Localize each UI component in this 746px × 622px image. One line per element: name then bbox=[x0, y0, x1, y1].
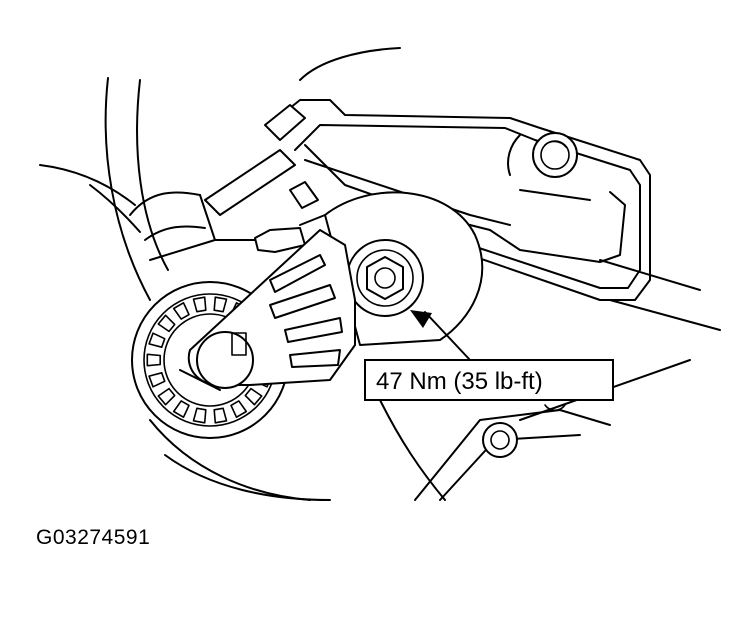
sensor-arm bbox=[179, 229, 356, 391]
torque-leader bbox=[410, 310, 471, 361]
sensor-housing bbox=[324, 191, 484, 346]
mounting-bracket bbox=[274, 99, 651, 301]
reluctor-tooth bbox=[146, 353, 161, 367]
reluctor-tooth bbox=[230, 400, 248, 419]
reluctor-tooth bbox=[157, 314, 176, 333]
reluctor-tooth bbox=[157, 387, 176, 406]
reluctor-tooth bbox=[213, 407, 228, 424]
figure-id: G03274591 bbox=[36, 526, 151, 549]
reluctor-tooth bbox=[172, 301, 190, 320]
reluctor-tooth bbox=[213, 296, 228, 313]
reluctor-tooth bbox=[172, 400, 190, 419]
reluctor-tooth bbox=[244, 387, 263, 406]
reluctor-tooth bbox=[192, 407, 207, 424]
arrowhead-icon bbox=[410, 310, 432, 328]
hex-bolt bbox=[366, 256, 404, 300]
reluctor-tooth bbox=[148, 371, 166, 388]
wiring-harness bbox=[129, 104, 346, 261]
reluctor-tooth bbox=[148, 332, 166, 349]
torque-callout: 47 Nm (35 lb-ft) bbox=[364, 359, 614, 401]
outer-housing-curves bbox=[39, 47, 401, 501]
reluctor-tooth bbox=[192, 296, 207, 313]
torque-value: 47 Nm (35 lb-ft) bbox=[376, 368, 543, 395]
